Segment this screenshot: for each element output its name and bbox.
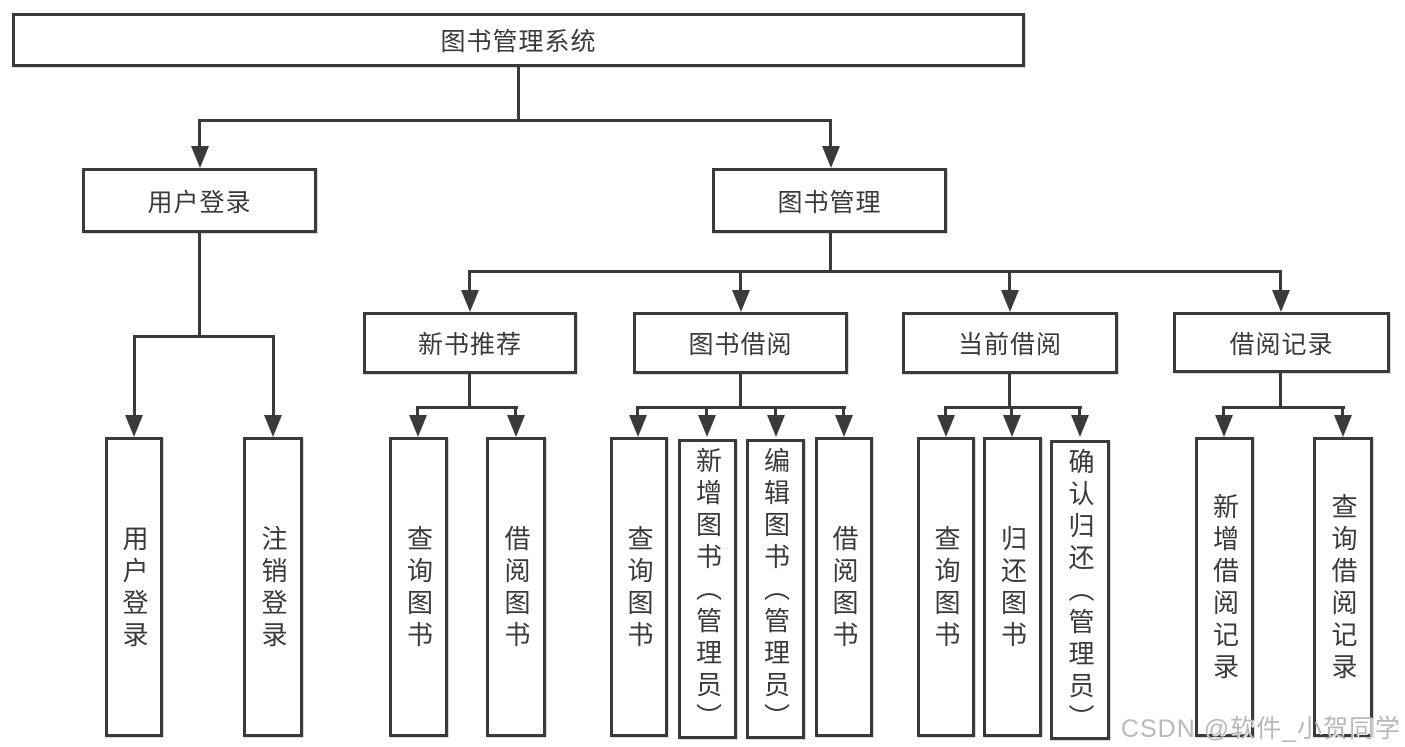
arrow-down-borrow-records-icon xyxy=(1272,290,1290,312)
connector-br-drop xyxy=(1279,371,1282,408)
node-new-book-recommend: 新书推荐 xyxy=(363,312,577,374)
connector-new-book-stub xyxy=(468,270,471,292)
connector-br-leaf1-stub xyxy=(1222,406,1225,417)
arrow-down-bb-leaf3-icon xyxy=(767,415,785,437)
node-label: 图书管理系统 xyxy=(440,28,597,56)
leaf-label: 借阅图书 xyxy=(501,525,531,653)
leaf-logout: 注销登录 xyxy=(243,437,303,737)
node-book-borrowing: 图书借阅 xyxy=(633,312,848,374)
connector-cb-leaf1-stub xyxy=(944,406,947,417)
node-label: 新书推荐 xyxy=(417,331,522,359)
leaf-label: 用户登录 xyxy=(119,525,149,653)
node-book-management: 图书管理 xyxy=(712,168,947,233)
leaf-label: 新增图书（管理员） xyxy=(692,447,723,735)
connector-current-borrow-stub xyxy=(1008,270,1011,292)
connector-nbr-leaf1-stub xyxy=(416,406,419,417)
leaf-rec-query-books: 查询图书 xyxy=(389,437,448,737)
arrow-down-bb-leaf1-icon xyxy=(629,415,647,437)
leaf-bb-borrow-books: 借阅图书 xyxy=(815,437,873,737)
leaf-label: 新增借阅记录 xyxy=(1209,493,1240,685)
arrow-down-cb-leaf3-icon xyxy=(1071,415,1089,437)
connector-cb-drop xyxy=(1008,372,1011,408)
arrow-down-bb-leaf4-icon xyxy=(835,415,853,437)
arrow-down-br-leaf1-icon xyxy=(1215,415,1233,437)
arrow-down-nbr-leaf1-icon xyxy=(409,415,427,437)
leaf-label: 查询图书 xyxy=(624,525,654,653)
connector-borrow-records-stub xyxy=(1279,270,1282,292)
connector-cb-leaf3-stub xyxy=(1078,406,1081,417)
node-label: 图书管理 xyxy=(777,188,882,217)
leaf-bb-add-books-admin: 新增图书（管理员） xyxy=(678,439,737,739)
leaf-label: 确认归还（管理员） xyxy=(1065,448,1095,736)
arrow-down-current-borrow-icon xyxy=(1001,290,1019,312)
arrow-down-new-book-icon xyxy=(461,290,479,312)
connector-book-mgmt-stub xyxy=(829,119,832,149)
leaf-label: 编辑图书（管理员） xyxy=(760,447,791,735)
arrow-down-bb-leaf2-icon xyxy=(698,415,716,437)
arrow-down-login-leaf-icon xyxy=(125,415,143,437)
leaf-label: 借阅图书 xyxy=(829,525,859,653)
connector-cb-leaf2-stub xyxy=(1010,406,1013,417)
connector-bb-leaf2-stub xyxy=(705,406,708,417)
leaf-cb-confirm-return-admin: 确认归还（管理员） xyxy=(1050,440,1110,740)
arrow-down-logout-leaf-icon xyxy=(264,415,282,437)
leaf-label: 归还图书 xyxy=(997,525,1028,653)
node-label: 借阅记录 xyxy=(1229,330,1334,359)
leaf-label: 查询图书 xyxy=(403,525,434,653)
connector-nbr-leaf2-stub xyxy=(514,406,517,417)
node-label: 用户登录 xyxy=(147,188,252,217)
leaf-cb-return-books: 归还图书 xyxy=(983,437,1042,737)
connector-user-login-drop xyxy=(198,231,201,337)
arrow-down-nbr-leaf2-icon xyxy=(507,415,525,437)
connector-logout-leaf-stub xyxy=(272,335,275,417)
connector-book-mgmt-drop xyxy=(829,231,832,273)
connector-user-login-hline xyxy=(133,335,275,338)
leaf-rec-borrow-books: 借阅图书 xyxy=(486,437,546,737)
connector-login-leaf-stub xyxy=(133,335,136,417)
leaf-cb-query-books: 查询图书 xyxy=(917,437,975,737)
connector-cb-hline xyxy=(945,406,1082,409)
leaf-user-login: 用户登录 xyxy=(105,437,163,737)
connector-user-login-stub xyxy=(198,119,201,149)
connector-root-drop-line xyxy=(517,66,520,122)
node-user-login: 用户登录 xyxy=(82,168,317,233)
arrow-down-book-borrow-icon xyxy=(732,290,750,312)
arrow-down-book-mgmt-icon xyxy=(822,146,840,168)
leaf-bb-edit-books-admin: 编辑图书（管理员） xyxy=(746,439,805,739)
connector-bb-leaf4-stub xyxy=(842,406,845,417)
connector-level2-hline xyxy=(198,119,832,122)
connector-nbr-hline xyxy=(417,406,518,409)
leaf-label: 查询借阅记录 xyxy=(1328,493,1358,685)
arrow-down-br-leaf2-icon xyxy=(1334,415,1352,437)
connector-bb-leaf1-stub xyxy=(636,406,639,417)
node-label: 图书借阅 xyxy=(688,331,793,359)
leaf-bb-query-books: 查询图书 xyxy=(610,437,668,737)
connector-bb-drop xyxy=(739,372,742,408)
arrow-down-cb-leaf2-icon xyxy=(1003,415,1021,437)
leaf-br-query-record: 查询借阅记录 xyxy=(1313,437,1373,737)
node-library-management-system: 图书管理系统 xyxy=(12,13,1025,67)
connector-book-borrow-stub xyxy=(739,270,742,292)
connector-br-leaf2-stub xyxy=(1341,406,1344,417)
leaf-br-add-record: 新增借阅记录 xyxy=(1195,437,1254,737)
connector-nbr-drop xyxy=(468,372,471,408)
connector-bb-hline xyxy=(637,406,846,409)
leaf-label: 查询图书 xyxy=(931,525,961,653)
connector-br-hline xyxy=(1223,406,1345,409)
arrow-down-user-login-icon xyxy=(191,146,209,168)
node-current-borrowing: 当前借阅 xyxy=(902,312,1118,374)
leaf-label: 注销登录 xyxy=(258,525,288,653)
csdn-watermark: CSDN @软件_小贺同学 xyxy=(1120,715,1401,743)
connector-bb-leaf3-stub xyxy=(774,406,777,417)
arrow-down-cb-leaf1-icon xyxy=(937,415,955,437)
connector-level3-hline xyxy=(469,270,1282,273)
node-borrowing-records: 借阅记录 xyxy=(1173,312,1390,373)
node-label: 当前借阅 xyxy=(957,331,1062,359)
